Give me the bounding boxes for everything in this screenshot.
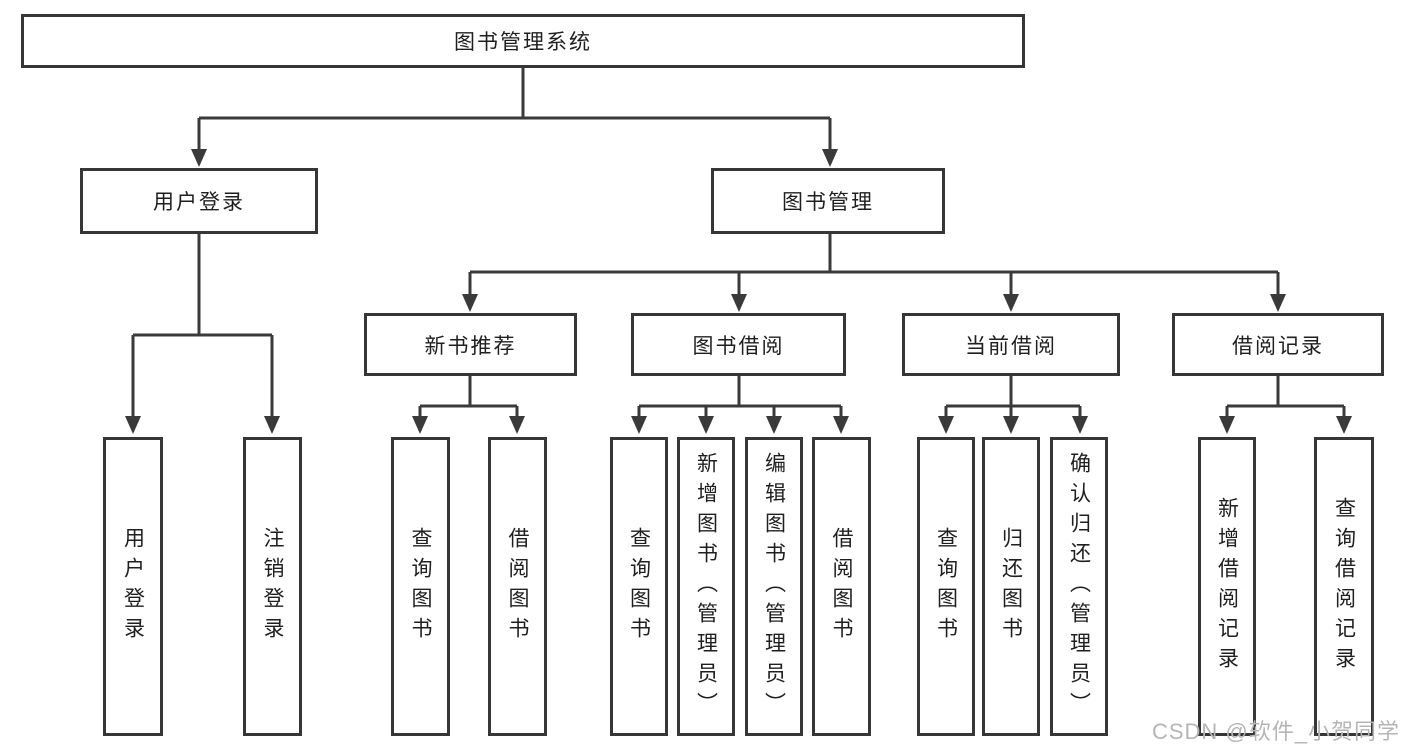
node-current-borrow-label: 当前借阅: [965, 334, 1057, 358]
node-leaf-add-borrow-record: 新增借阅记录: [1198, 437, 1256, 736]
node-leaf-borrow-book-recommend-label: 借阅图书: [506, 526, 529, 647]
node-leaf-confirm-return-admin-label: 确认归还（管理员）: [1067, 451, 1091, 722]
node-leaf-query-book-borrow: 查询图书: [610, 437, 668, 736]
connector-root-to-level2: [191, 68, 838, 167]
connector-book-borrow-children: [631, 376, 849, 434]
node-leaf-add-book-admin-label: 新增图书（管理员）: [694, 451, 718, 722]
node-leaf-borrow-book-label: 借阅图书: [830, 526, 853, 647]
connector-new-book-recommend-children: [412, 376, 525, 434]
node-leaf-query-borrow-record: 查询借阅记录: [1314, 437, 1374, 736]
node-leaf-add-book-admin: 新增图书（管理员）: [677, 437, 735, 736]
node-leaf-borrow-book-recommend: 借阅图书: [488, 437, 547, 736]
node-new-book-recommend: 新书推荐: [364, 313, 577, 376]
node-system-root-label: 图书管理系统: [454, 31, 592, 54]
node-leaf-add-borrow-record-label: 新增借阅记录: [1215, 496, 1239, 677]
node-borrow-records: 借阅记录: [1172, 313, 1384, 376]
node-leaf-query-book-recommend-label: 查询图书: [409, 526, 432, 647]
node-new-book-recommend-label: 新书推荐: [424, 334, 517, 358]
connector-book-management-children: [462, 234, 1286, 312]
node-leaf-edit-book-admin: 编辑图书（管理员）: [745, 437, 803, 736]
node-system-root: 图书管理系统: [21, 14, 1025, 68]
node-leaf-query-book-current-label: 查询图书: [934, 526, 958, 647]
node-leaf-query-borrow-record-label: 查询借阅记录: [1332, 496, 1356, 677]
node-leaf-edit-book-admin-label: 编辑图书（管理员）: [762, 451, 786, 722]
node-user-login: 用户登录: [80, 168, 318, 234]
node-leaf-query-book-recommend: 查询图书: [391, 437, 450, 736]
node-book-management-label: 图书管理: [782, 191, 874, 214]
node-leaf-query-book-current: 查询图书: [917, 437, 975, 736]
node-leaf-user-login: 用户登录: [103, 437, 163, 736]
node-current-borrow: 当前借阅: [902, 313, 1120, 376]
connector-user-login-children: [125, 234, 280, 434]
connector-current-borrow-children: [938, 376, 1088, 434]
node-book-management: 图书管理: [711, 168, 945, 234]
node-user-login-label: 用户登录: [153, 191, 245, 214]
node-leaf-logout: 注销登录: [243, 437, 302, 736]
node-leaf-logout-label: 注销登录: [261, 526, 284, 647]
node-leaf-confirm-return-admin: 确认归还（管理员）: [1050, 437, 1108, 736]
node-leaf-query-book-borrow-label: 查询图书: [627, 526, 651, 647]
node-leaf-return-book: 归还图书: [982, 437, 1040, 736]
node-leaf-user-login-label: 用户登录: [121, 526, 145, 647]
watermark: CSDN @软件_小贺同学: [1151, 719, 1400, 744]
connector-borrow-records-children: [1219, 376, 1352, 434]
node-book-borrow-label: 图书借阅: [692, 334, 785, 358]
node-book-borrow: 图书借阅: [631, 313, 846, 376]
node-leaf-borrow-book: 借阅图书: [812, 437, 871, 736]
node-leaf-return-book-label: 归还图书: [999, 526, 1023, 647]
node-borrow-records-label: 借阅记录: [1232, 334, 1324, 358]
